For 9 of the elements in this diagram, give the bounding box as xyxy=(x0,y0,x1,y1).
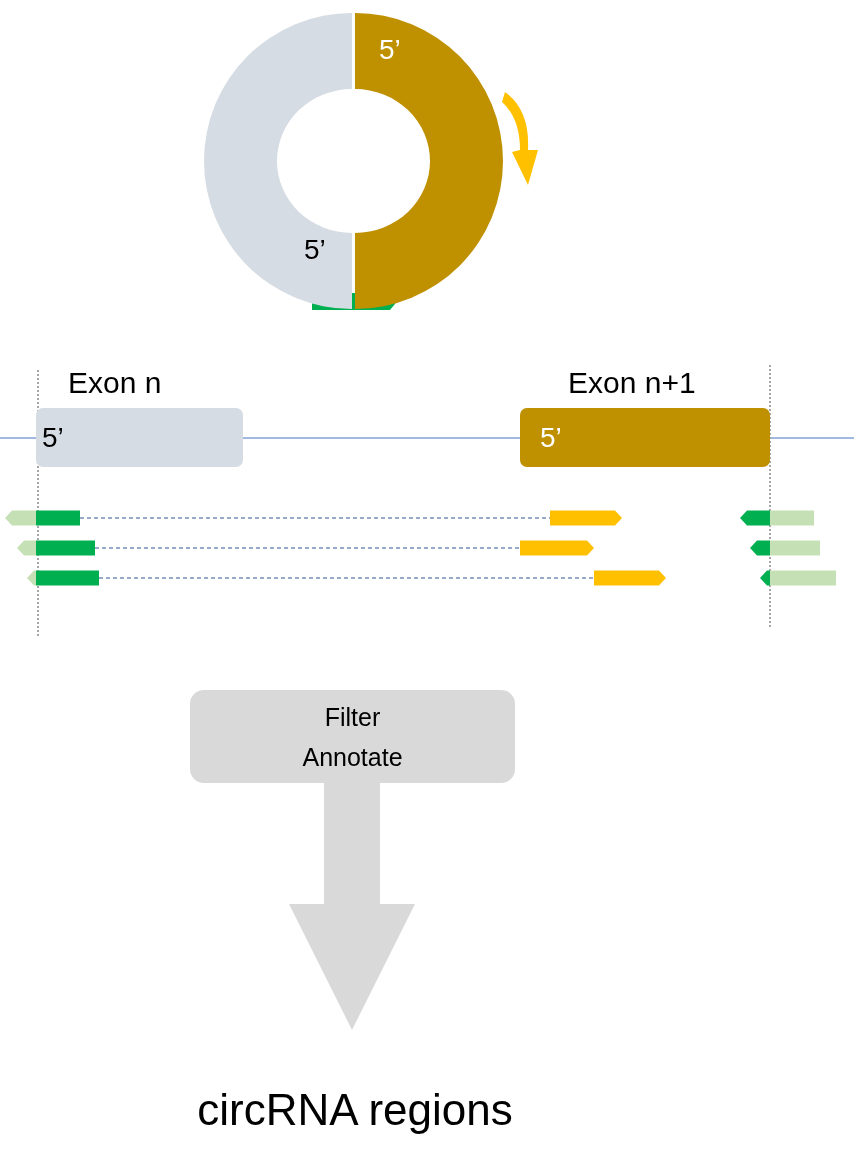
block-arrow xyxy=(289,783,415,1030)
strand-end-label: 5’ xyxy=(304,234,326,266)
exon-label: Exon n xyxy=(68,366,162,400)
exon-label: Exon n+1 xyxy=(568,366,696,400)
strand-end-label: 5’ xyxy=(42,422,64,454)
strand-end-label: 5’ xyxy=(540,422,562,454)
process-box: Filter Annotate xyxy=(190,690,515,783)
strand-end-label: 5’ xyxy=(379,34,401,66)
result-label: circRNA regions xyxy=(150,1078,560,1142)
